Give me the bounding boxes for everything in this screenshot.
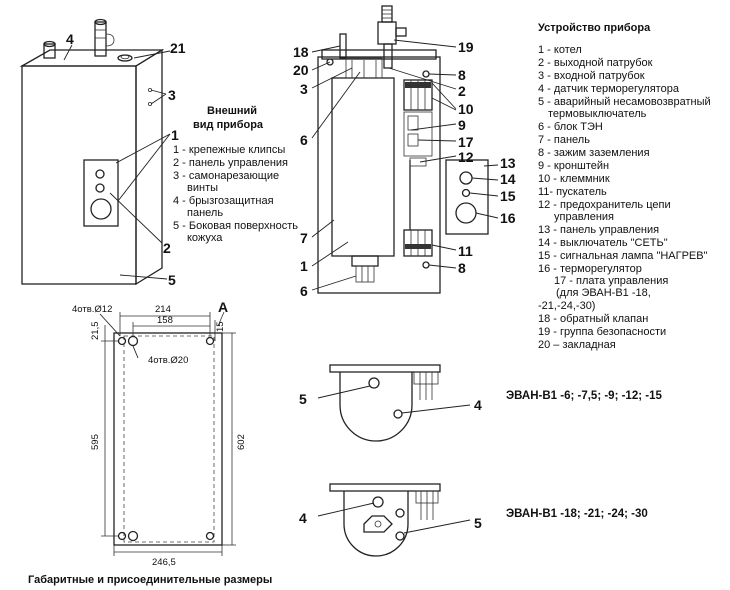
external-view-leaders [63, 44, 171, 280]
svg-text:управления: управления [554, 211, 614, 223]
svg-text:6 - блок ТЭН: 6 - блок ТЭН [538, 121, 603, 133]
variant-small-drawing [317, 364, 471, 442]
callout-20: 20 [293, 62, 309, 78]
callout-11: 11 [458, 243, 473, 259]
callout-15: 15 [500, 188, 516, 204]
callout-10: 10 [458, 101, 474, 117]
svg-text:19 - группа безопасности: 19 - группа безопасности [538, 326, 666, 338]
callout-4-variant2: 4 [299, 510, 307, 526]
svg-text:5 - аварийный несамовозвратный: 5 - аварийный несамовозвратный [538, 96, 711, 108]
callout-3-device: 3 [300, 81, 308, 97]
svg-text:кожуха: кожуха [187, 232, 223, 244]
callout-9: 9 [458, 117, 466, 133]
dim-height-right: 602 [236, 434, 247, 450]
svg-text:11- пускатель: 11- пускатель [538, 186, 607, 198]
svg-text:14 - выключатель "СЕТЬ": 14 - выключатель "СЕТЬ" [538, 237, 668, 249]
svg-text:18 - обратный клапан: 18 - обратный клапан [538, 313, 648, 325]
callout-18: 18 [293, 44, 309, 60]
external-view-legend: Внешний вид прибора 1 - крепежные клипсы… [173, 105, 298, 244]
svg-text:9 - кронштейн: 9 - кронштейн [538, 160, 609, 172]
svg-text:8 - зажим заземления: 8 - зажим заземления [538, 147, 650, 159]
dimensions-caption: Габаритные и присоединительные размеры [28, 574, 272, 586]
svg-text:винты: винты [187, 182, 218, 194]
dimensions-drawing [99, 311, 236, 556]
callout-4: 4 [66, 31, 74, 47]
svg-text:Внешний: Внешний [207, 105, 257, 117]
callout-16: 16 [500, 210, 516, 226]
dim-offset-right: 15 [215, 321, 226, 332]
callout-1-device: 1 [300, 258, 308, 274]
callout-3: 3 [168, 87, 176, 103]
dim-width-inner: 158 [157, 315, 173, 326]
callout-21: 21 [170, 40, 186, 56]
variant-small-label: ЭВАН-В1 -6; -7,5; -9; -12; -15 [506, 390, 662, 402]
callout-12: 12 [458, 149, 474, 165]
dim-holes-inner: 4отв.Ø20 [148, 355, 188, 366]
callout-1: 1 [171, 127, 179, 143]
dim-width-bottom: 246,5 [152, 557, 176, 568]
device-internals-drawing [317, 5, 489, 294]
svg-text:16 - терморегулятор: 16 - терморегулятор [538, 263, 642, 275]
callout-6-device: 6 [300, 132, 308, 148]
svg-text:(для ЭВАН-В1 -18,: (для ЭВАН-В1 -18, [556, 287, 651, 299]
svg-text:2 - панель управления: 2 - панель управления [173, 157, 288, 169]
svg-text:12 - предохранитель цепи: 12 - предохранитель цепи [538, 199, 671, 211]
svg-text:4 - брызгозащитная: 4 - брызгозащитная [173, 195, 274, 207]
svg-text:4 - датчик терморегулятора: 4 - датчик терморегулятора [538, 83, 680, 95]
svg-text:15 - сигнальная лампа "НАГРЕВ": 15 - сигнальная лампа "НАГРЕВ" [538, 250, 708, 262]
dim-offset-left: 21,5 [90, 322, 101, 341]
external-view-drawing [19, 18, 165, 286]
callout-17: 17 [458, 134, 474, 150]
svg-text:3 - самонарезающие: 3 - самонарезающие [173, 170, 279, 182]
svg-text:вид прибора: вид прибора [193, 119, 264, 131]
variant-large-drawing [317, 483, 471, 557]
svg-text:1 - крепежные клипсы: 1 - крепежные клипсы [173, 144, 285, 156]
svg-text:7 - панель: 7 - панель [538, 134, 590, 146]
callout-14: 14 [500, 171, 516, 187]
svg-text:3 - входной патрубок: 3 - входной патрубок [538, 70, 645, 82]
svg-text:1 - котел: 1 - котел [538, 44, 582, 56]
svg-text:Устройство прибора: Устройство прибора [538, 22, 651, 34]
callout-7: 7 [300, 230, 308, 246]
dim-view-letter: A [218, 299, 228, 315]
svg-text:термовыключатель: термовыключатель [548, 108, 647, 120]
device-legend: Устройство прибора 1 - котел 2 - выходно… [538, 22, 711, 351]
dim-holes-top: 4отв.Ø12 [72, 304, 112, 315]
svg-text:-21,-24,-30): -21,-24,-30) [538, 300, 595, 312]
callout-8-bottom: 8 [458, 260, 466, 276]
svg-text:2 - выходной патрубок: 2 - выходной патрубок [538, 57, 653, 69]
svg-text:10 - клеммник: 10 - клеммник [538, 173, 610, 185]
dim-width-outer: 214 [155, 304, 171, 315]
svg-text:5 - Боковая поверхность: 5 - Боковая поверхность [173, 220, 298, 232]
svg-text:17 - плата управления: 17 - плата управления [554, 275, 668, 287]
callout-8: 8 [458, 67, 466, 83]
callout-19: 19 [458, 39, 474, 55]
variant-large-label: ЭВАН-В1 -18; -21; -24; -30 [506, 508, 648, 520]
svg-text:13 - панель управления: 13 - панель управления [538, 224, 659, 236]
callout-13: 13 [500, 155, 516, 171]
svg-text:20 – закладная: 20 – закладная [538, 339, 616, 351]
callout-2-device: 2 [458, 83, 466, 99]
callout-5: 5 [168, 272, 176, 288]
callout-6-bottom: 6 [300, 283, 308, 299]
device-leaders [311, 39, 499, 291]
callout-4-variant1: 4 [474, 397, 482, 413]
callout-5-variant1: 5 [299, 391, 307, 407]
svg-text:панель: панель [187, 207, 223, 219]
callout-2: 2 [163, 240, 171, 256]
dim-height-left: 595 [90, 434, 101, 450]
callout-5-variant2: 5 [474, 515, 482, 531]
